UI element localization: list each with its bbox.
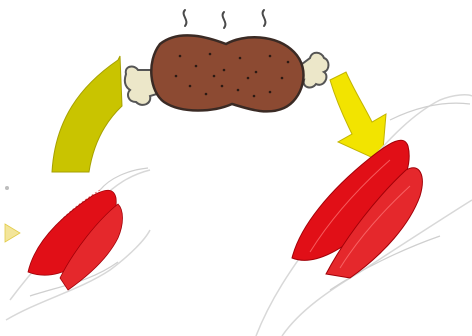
steam-wavy-lines-icon [184,10,266,28]
meat-drumstick-icon [151,35,303,111]
arm-muscle-small-icon [6,168,150,320]
curved-arrow-up-icon [52,56,122,172]
triangle-pointer-icon [5,224,20,242]
arrow-down-right-icon [330,72,386,162]
bullet-dot-icon [5,186,9,190]
